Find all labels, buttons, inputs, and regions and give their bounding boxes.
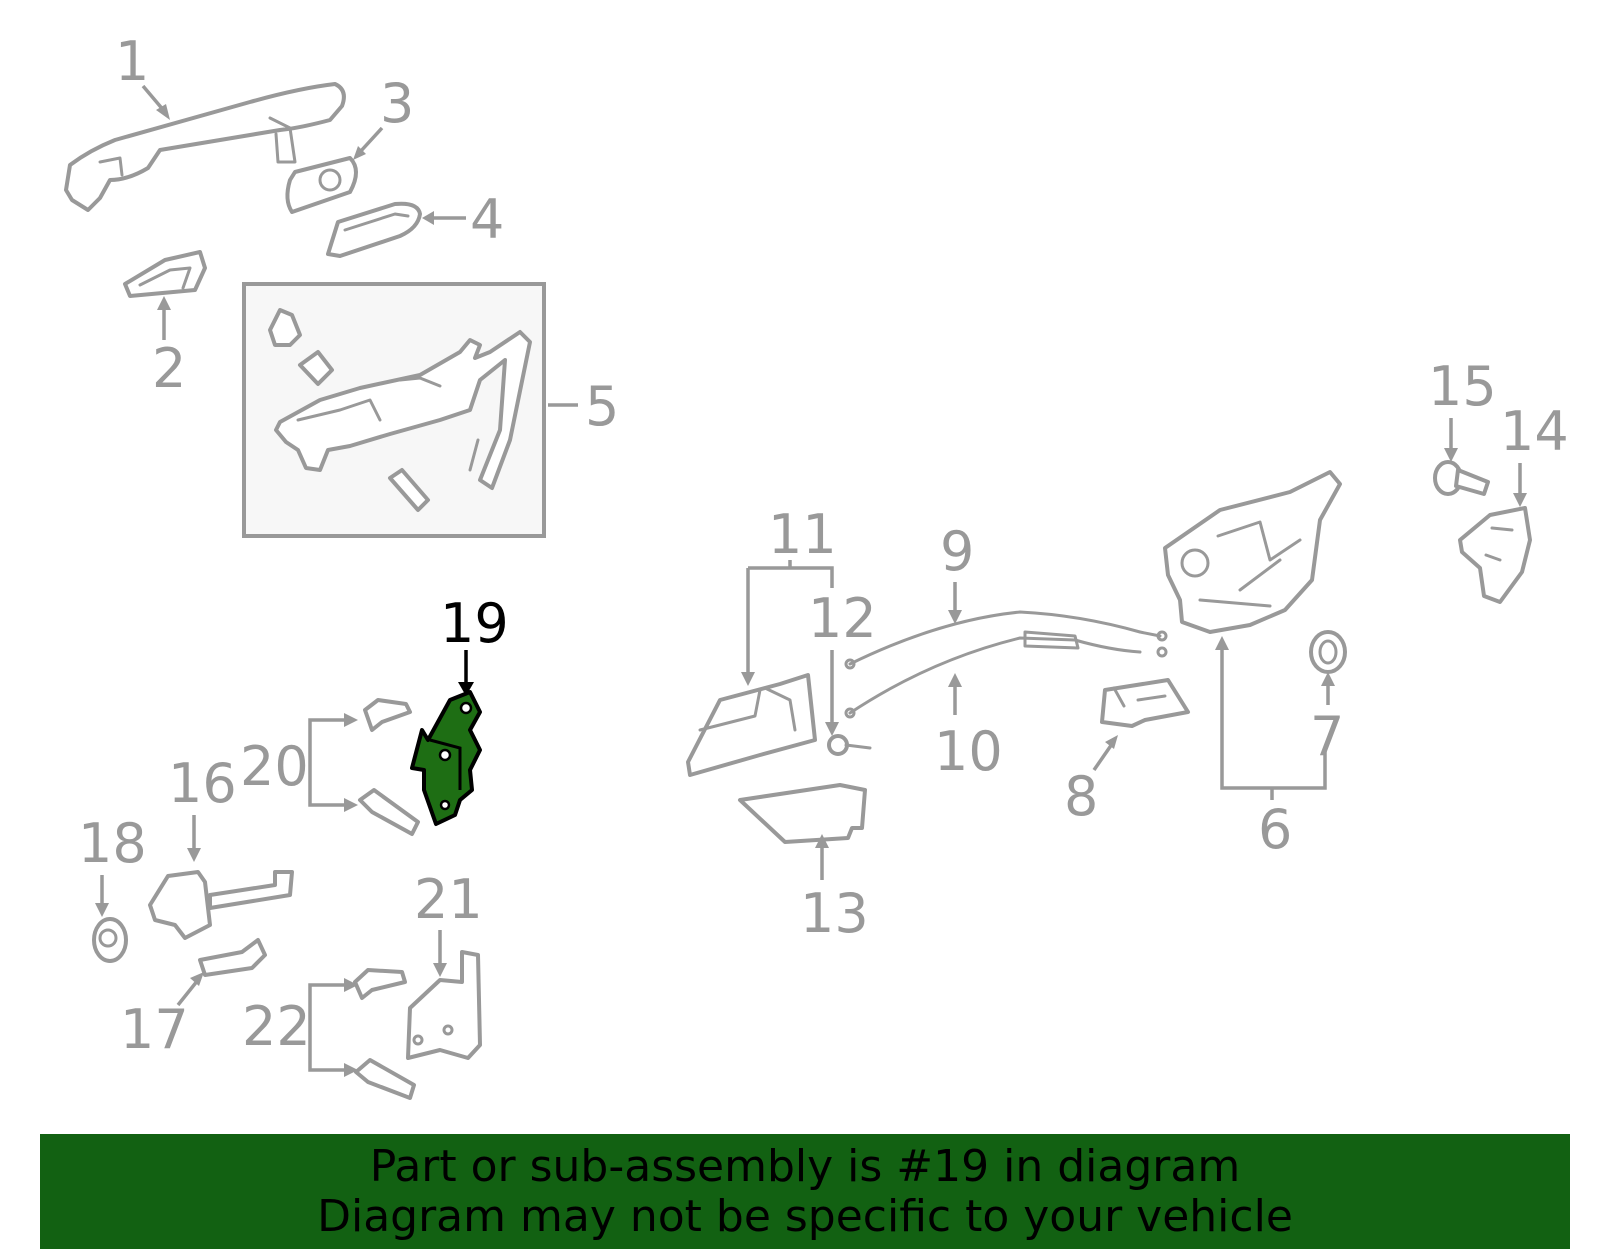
label-3: 3 bbox=[380, 72, 414, 135]
part-4-gasket[interactable] bbox=[326, 201, 422, 258]
part-9-cable[interactable] bbox=[844, 610, 1168, 670]
label-18: 18 bbox=[78, 812, 147, 875]
label-11: 11 bbox=[768, 503, 837, 566]
part-7-grommet[interactable] bbox=[1309, 630, 1347, 674]
part-1-outside-handle[interactable] bbox=[64, 82, 346, 212]
label-5: 5 bbox=[585, 375, 619, 438]
label-1: 1 bbox=[115, 30, 149, 93]
part-12-clip[interactable] bbox=[827, 734, 872, 756]
label-22: 22 bbox=[242, 995, 311, 1058]
part-11-inside-handle[interactable] bbox=[686, 673, 817, 777]
info-banner: Part or sub-assembly is #19 in diagram D… bbox=[40, 1134, 1570, 1249]
part-18-nut[interactable] bbox=[92, 917, 128, 963]
label-8: 8 bbox=[1064, 765, 1098, 828]
label-10: 10 bbox=[934, 720, 1003, 783]
label-12: 12 bbox=[808, 587, 877, 650]
part-17-bolt[interactable] bbox=[198, 938, 267, 977]
part-5-handle-frame bbox=[268, 308, 532, 512]
part-20-bolts[interactable] bbox=[358, 698, 420, 836]
label-2: 2 bbox=[152, 337, 186, 400]
label-15: 15 bbox=[1428, 355, 1497, 418]
label-14: 14 bbox=[1500, 400, 1569, 463]
label-9: 9 bbox=[940, 520, 974, 583]
label-16: 16 bbox=[168, 752, 237, 815]
label-7: 7 bbox=[1310, 705, 1344, 768]
part-21-hinge[interactable] bbox=[406, 950, 482, 1060]
part-14-cover[interactable] bbox=[1458, 506, 1532, 604]
label-4: 4 bbox=[470, 188, 504, 251]
part-6-lock-assembly[interactable] bbox=[1163, 470, 1342, 634]
banner-line-1: Part or sub-assembly is #19 in diagram bbox=[369, 1141, 1241, 1192]
label-20: 20 bbox=[240, 735, 309, 798]
banner-line-2: Diagram may not be specific to your vehi… bbox=[317, 1191, 1293, 1242]
part-3-handle-cap[interactable] bbox=[285, 156, 358, 214]
part-16-door-check[interactable] bbox=[148, 870, 294, 940]
part-8-bracket[interactable] bbox=[1100, 678, 1190, 728]
part-22-bolts[interactable] bbox=[353, 968, 416, 1100]
part-19-highlighted[interactable] bbox=[410, 690, 482, 826]
part-2-handle-pad[interactable] bbox=[123, 250, 207, 298]
part-15-screw[interactable] bbox=[1433, 460, 1490, 496]
part-13-bezel[interactable] bbox=[738, 783, 867, 844]
label-13: 13 bbox=[800, 882, 869, 945]
part-10-cable[interactable] bbox=[844, 630, 1168, 719]
label-17: 17 bbox=[120, 998, 189, 1061]
label-6: 6 bbox=[1258, 798, 1292, 861]
label-21: 21 bbox=[414, 868, 483, 931]
label-19: 19 bbox=[440, 592, 509, 655]
